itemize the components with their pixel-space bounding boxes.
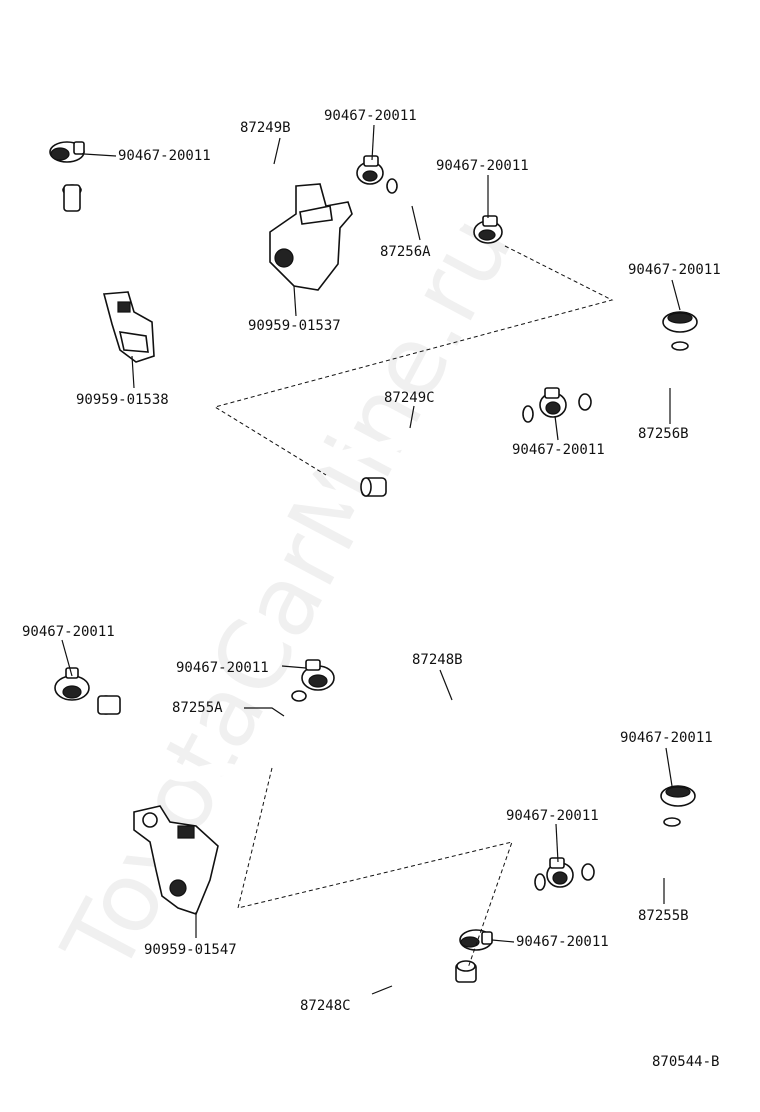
hose-87249b (62, 146, 355, 286)
diagram-code: 870544-B (652, 1054, 719, 1070)
part-label: 90467-20011 (506, 808, 599, 824)
clamp-icon (546, 857, 574, 888)
part-label: 90467-20011 (512, 442, 605, 458)
part-label: 90467-20011 (628, 262, 721, 278)
part-label: 87255B (638, 908, 689, 924)
hose-87248c (307, 873, 547, 1014)
part-label: 87248B (412, 652, 463, 668)
hose-87256a (385, 178, 465, 229)
part-label: 87256A (380, 244, 431, 260)
connection-line (237, 767, 513, 969)
connection-line (213, 245, 614, 476)
clamp-icon (473, 215, 503, 244)
part-label: 90467-20011 (176, 660, 269, 676)
hose-87248b (97, 635, 465, 788)
part-label: 90467-20011 (324, 108, 417, 124)
part-label: 90467-20011 (620, 730, 713, 746)
bracket-01537 (269, 183, 353, 291)
part-label: 87256B (638, 426, 689, 442)
clamp-icon (49, 141, 85, 163)
clamp-icon (54, 667, 90, 701)
part-label: 87255A (172, 700, 223, 716)
part-label: 90467-20011 (436, 158, 529, 174)
part-label: 87249B (240, 120, 291, 136)
hose-87249c (298, 405, 535, 509)
part-label: 90467-20011 (516, 934, 609, 950)
part-label: 90959-01547 (144, 942, 237, 958)
bracket-01538 (102, 291, 155, 363)
clamp-icon (660, 785, 696, 807)
part-label: 90959-01538 (76, 392, 169, 408)
part-label: 90467-20011 (118, 148, 211, 164)
clamp-icon (662, 311, 698, 333)
part-label: 90467-20011 (22, 624, 115, 640)
part-label: 87249C (384, 390, 435, 406)
leader-lines (61, 124, 681, 995)
part-label: 87248C (300, 998, 351, 1014)
hose-87256b (578, 337, 689, 411)
bracket-01547 (133, 805, 219, 915)
clamp-icon (459, 929, 493, 951)
clamp-icon (356, 155, 384, 185)
hose-87255a (265, 690, 307, 761)
part-label: 90959-01537 (248, 318, 341, 334)
clamp-icon (301, 659, 335, 691)
clamp-icon (539, 387, 567, 418)
hose-87255b (581, 813, 681, 883)
